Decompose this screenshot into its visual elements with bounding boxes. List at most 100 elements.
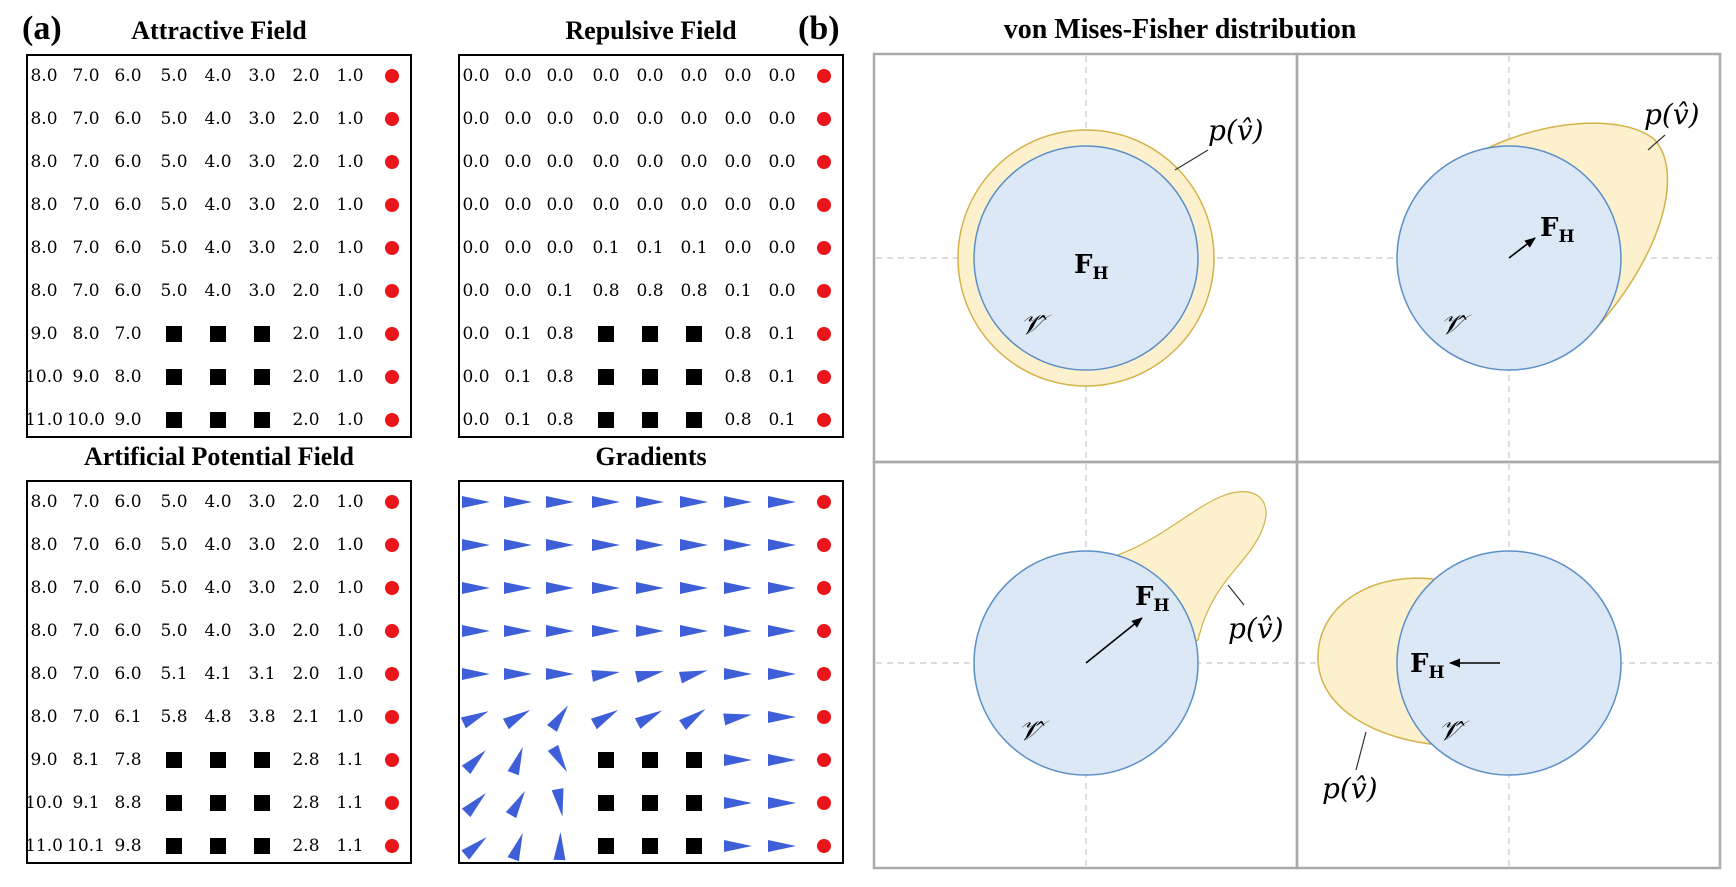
field-value: 5.1	[160, 664, 188, 684]
field-value: 8.0	[30, 152, 58, 172]
field-value: 6.0	[114, 492, 142, 512]
dist-label: p(v̂)	[1228, 612, 1284, 645]
field-value: 7.0	[72, 578, 100, 598]
field-value: 2.0	[292, 324, 320, 344]
field-value: 4.0	[204, 281, 232, 301]
field-value: 0.0	[546, 66, 574, 86]
field-value: 0.8	[724, 324, 752, 344]
gradient-arrow	[768, 582, 796, 594]
gradient-arrow	[553, 832, 566, 861]
field-value: 3.0	[248, 578, 276, 598]
field-value: 4.0	[204, 492, 232, 512]
field-value: 0.0	[462, 152, 490, 172]
field-value: 5.0	[160, 195, 188, 215]
field-value: 7.0	[72, 281, 100, 301]
field-value: 0.0	[724, 195, 752, 215]
field-value: 2.8	[292, 793, 320, 813]
dist-label: p(v̂)	[1208, 114, 1264, 147]
field-value: 6.0	[114, 238, 142, 258]
field-value: 4.0	[204, 578, 232, 598]
vmf-panel-4	[1317, 550, 1622, 776]
obstacle-cell	[210, 369, 226, 385]
obstacle-cell	[254, 369, 270, 385]
field-value: 6.0	[114, 66, 142, 86]
field-value: 1.0	[336, 621, 364, 641]
field-value: 8.0	[30, 535, 58, 555]
field-value: 8.0	[30, 621, 58, 641]
gradient-arrow	[724, 496, 752, 508]
field-value: 0.8	[592, 281, 620, 301]
goal-marker	[385, 69, 399, 83]
field-value: 4.0	[204, 195, 232, 215]
goal-marker	[817, 624, 831, 638]
gradient-arrow	[546, 668, 574, 680]
field-value: 1.1	[336, 750, 364, 770]
field-value: 0.0	[462, 238, 490, 258]
force-arrow	[1085, 617, 1143, 664]
field-value: 0.0	[462, 195, 490, 215]
gradient-arrow	[680, 496, 708, 508]
obstacle-cell	[686, 838, 702, 854]
gradient-arrow	[460, 711, 489, 729]
field-value: 4.8	[204, 707, 232, 727]
goal-marker	[385, 327, 399, 341]
goal-marker	[385, 198, 399, 212]
goal-marker	[817, 241, 831, 255]
field-value: 0.0	[504, 66, 532, 86]
field-value: 7.8	[114, 750, 142, 770]
field-value: 0.0	[462, 66, 490, 86]
panel-title-apf: Artificial Potential Field	[83, 442, 355, 471]
gradient-arrow	[547, 744, 567, 773]
field-value: 0.1	[768, 410, 796, 430]
goal-marker	[817, 667, 831, 681]
field-value: 8.0	[72, 324, 100, 344]
field-value: 0.0	[592, 109, 620, 129]
field-value: 1.0	[336, 367, 364, 387]
field-value: 0.0	[680, 195, 708, 215]
gradient-arrow	[679, 708, 706, 730]
field-value: 11.0	[25, 836, 63, 856]
field-value: 0.1	[636, 238, 664, 258]
gradient-arrow	[507, 746, 523, 776]
gradient-arrow	[504, 496, 532, 508]
field-value: 6.0	[114, 109, 142, 129]
field-value: 7.0	[72, 492, 100, 512]
goal-marker	[817, 839, 831, 853]
obstacle-cell	[642, 795, 658, 811]
obstacle-cell	[166, 412, 182, 428]
unit-sphere	[973, 145, 1199, 371]
field-value: 0.0	[724, 152, 752, 172]
obstacle-cell	[254, 326, 270, 342]
goal-marker	[385, 839, 399, 853]
field-value: 0.0	[546, 152, 574, 172]
field-value: 0.0	[768, 238, 796, 258]
goal-marker	[817, 495, 831, 509]
field-value: 2.0	[292, 109, 320, 129]
field-value: 9.0	[30, 324, 58, 344]
field-value: 1.0	[336, 281, 364, 301]
field-value: 8.0	[30, 195, 58, 215]
field-value: 0.8	[724, 410, 752, 430]
field-value: 0.8	[680, 281, 708, 301]
field-value: 0.0	[546, 109, 574, 129]
field-value: 10.0	[25, 367, 63, 387]
field-value: 9.0	[30, 750, 58, 770]
gradient-arrow	[634, 710, 663, 729]
field-value: 0.1	[680, 238, 708, 258]
obstacle-cell	[598, 369, 614, 385]
field-value: 5.0	[160, 578, 188, 598]
obstacle-cell	[686, 326, 702, 342]
field-value: 8.1	[72, 750, 100, 770]
field-value: 8.0	[30, 281, 58, 301]
field-value: 2.0	[292, 367, 320, 387]
obstacle-cell	[598, 838, 614, 854]
field-value: 0.0	[680, 152, 708, 172]
obstacle-cell	[254, 412, 270, 428]
obstacle-cell	[642, 326, 658, 342]
field-value: 2.0	[292, 195, 320, 215]
field-value: 2.8	[292, 836, 320, 856]
obstacle-cell	[210, 838, 226, 854]
dist-label: p(v̂)	[1322, 772, 1378, 805]
field-value: 0.0	[504, 281, 532, 301]
